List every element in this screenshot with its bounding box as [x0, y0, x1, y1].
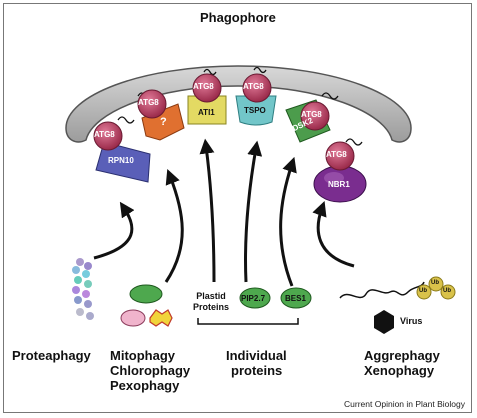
atg8-label-1: ATG8 [94, 130, 115, 139]
bes-label: BES1 [285, 294, 306, 303]
arrow-pip [243, 140, 263, 283]
phagophore-title: Phagophore [200, 10, 276, 25]
atg8-ball-2 [137, 89, 167, 119]
arrow-organelle [164, 169, 184, 283]
xenophagy-label: Xenophagy [364, 363, 435, 378]
atg8-ball-3 [192, 73, 222, 103]
atg8-label-3: ATG8 [193, 82, 214, 91]
aggregate-strand [339, 281, 425, 299]
chloroplast-icon [129, 284, 163, 304]
aggrephagy-label: Aggrephagy [364, 348, 440, 363]
figure-frame [3, 3, 472, 413]
mitochondrion-icon [149, 309, 173, 327]
arrow-proteaphagy [93, 201, 135, 260]
rpn10-receptor [95, 116, 151, 183]
ub-label-2: Ub [431, 280, 439, 286]
arrow-bes [279, 156, 297, 287]
proteaphagy-label: Proteaphagy [12, 348, 91, 363]
atg8-ball-1 [93, 121, 123, 151]
virus-icon [374, 310, 394, 334]
atg8-ball-6 [325, 141, 355, 171]
atg8-label-4: ATG8 [243, 82, 264, 91]
individual-label: Individual [226, 348, 287, 363]
chlorophagy-label: Chlorophagy [110, 363, 191, 378]
virus-label: Virus [400, 316, 423, 326]
ubiquitin-chain-icon [416, 276, 456, 300]
proteins-label: proteins [231, 363, 283, 378]
bes-substrate [280, 287, 312, 309]
rpn10-label: RPN10 [108, 156, 134, 165]
atg8-label-5: ATG8 [301, 110, 322, 119]
ub-label-3: Ub [443, 288, 451, 294]
plastid-proteins-label: Plastid Proteins [192, 291, 229, 312]
tspo-label: TSPO [244, 106, 266, 115]
atg8-ball-4 [242, 73, 272, 103]
atg8-ball-5 [300, 101, 330, 131]
individual-bracket [197, 318, 299, 325]
phagophore-membrane [65, 65, 412, 143]
tspo-receptor [235, 66, 277, 126]
nbr1-receptor [313, 138, 367, 203]
pip-substrate [239, 287, 271, 309]
ub-label-1: Ub [419, 288, 427, 294]
credit-line: Current Opinion in Plant Biology [344, 399, 465, 409]
atg8-label-2: ATG8 [138, 98, 159, 107]
arrow-plastid [199, 138, 216, 283]
pip-label: PIP2.7 [241, 294, 266, 303]
unknown-receptor-label: ? [160, 116, 167, 128]
mitophagy-label: Mitophagy [110, 348, 175, 363]
proteasome-icon [72, 258, 94, 320]
arrow-aggrephagy [312, 200, 355, 268]
peroxisome-icon [120, 309, 146, 327]
pexophagy-label: Pexophagy [110, 378, 180, 393]
atg8-label-6: ATG8 [326, 150, 347, 159]
nbr1-label: NBR1 [328, 180, 350, 189]
ati1-label: ATI1 [198, 108, 215, 117]
